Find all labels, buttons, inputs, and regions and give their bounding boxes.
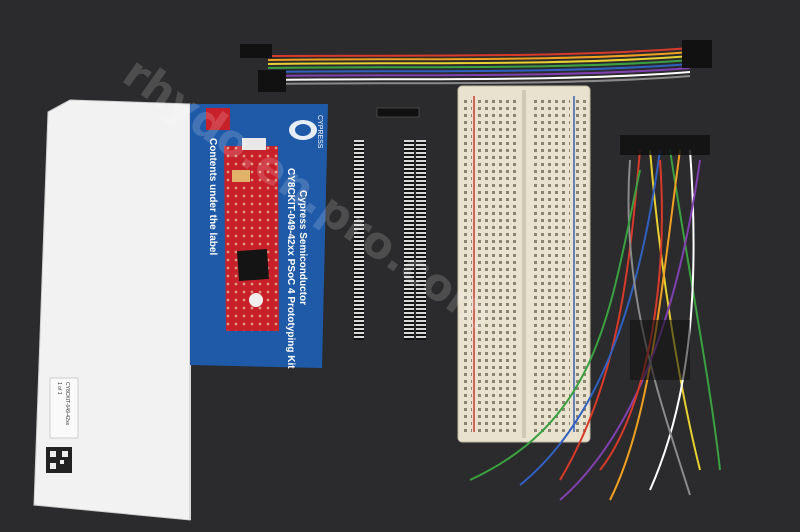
pin-header-left [354, 140, 364, 340]
jumper-wires-top [240, 40, 712, 92]
barcode-sticker: CY8CKIT-049-42xx 1 of 1 [46, 377, 79, 473]
sticker-line1: CY8CKIT-049-42xx [64, 382, 70, 426]
kit-package: Cypress Semiconductor CY8CKIT-049-42xx P… [33, 99, 328, 521]
jumper-wires-loose [469, 135, 721, 501]
kit-title-line1: Cypress Semiconductor [297, 190, 308, 305]
cypress-logo [289, 120, 317, 140]
kit-title-line2: CY8CKIT-049-42xx PSoC 4 Prototyping Kit [285, 168, 296, 369]
pin-header-right [404, 140, 426, 340]
prototyping-board [224, 138, 279, 331]
sticker-line2: 1 of 1 [56, 382, 62, 395]
contents-note: Contents under the label [207, 138, 218, 255]
corner-label [206, 108, 230, 130]
female-header [376, 107, 420, 118]
qr-code [46, 447, 72, 473]
breadboard [457, 85, 591, 443]
brand-name: CYPRESS [316, 115, 323, 149]
